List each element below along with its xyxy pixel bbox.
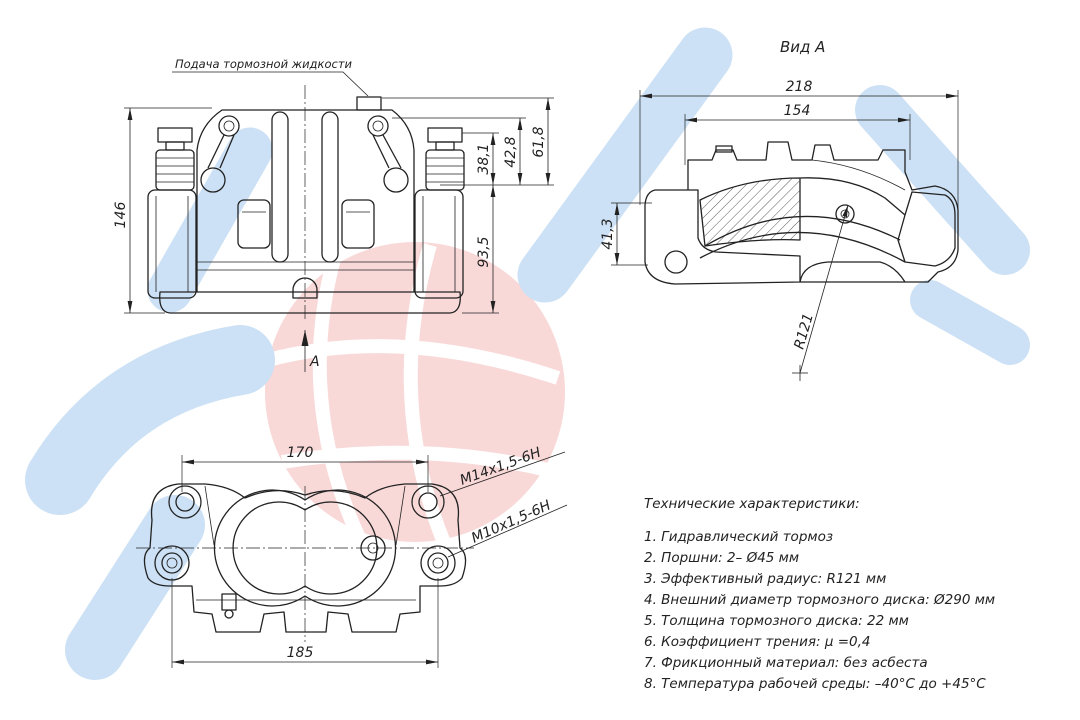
thread-m14-leader	[439, 451, 566, 497]
piston-housing-section	[897, 191, 956, 267]
section-pin-left	[664, 250, 688, 274]
bleeder-screw	[221, 593, 237, 619]
view-arrow-label: A	[309, 354, 320, 370]
caliper-top-outline	[143, 483, 467, 633]
radius-label: R121	[791, 312, 816, 351]
front-view: Подача тормозной жидкости	[113, 57, 554, 372]
dim-218-label: 218	[786, 79, 813, 95]
boss-right	[383, 167, 409, 193]
disc-arc-inner	[704, 215, 901, 247]
spec-item-1: 1. Гидравлический тормоз	[644, 529, 834, 545]
fluid-supply-label: Подача тормозной жидкости	[175, 57, 353, 71]
radius-line	[799, 204, 849, 374]
fluid-port	[360, 535, 386, 561]
view-a-title: Вид А	[780, 38, 825, 56]
spec-item-3: 3. Эффективный радиус: R121 мм	[644, 571, 887, 587]
dim-170-label: 170	[287, 445, 314, 461]
pad-retainer-bolt	[715, 145, 733, 153]
caliper-base-flange	[159, 291, 461, 314]
boss-left	[200, 167, 226, 193]
piston-bores-outer	[213, 489, 397, 607]
right-guide-bolt	[425, 127, 465, 191]
dim-61-label: 61,8	[531, 126, 547, 157]
disc-arc-outer	[699, 231, 906, 263]
dim-93-label: 93,5	[476, 236, 492, 267]
center-rib-right	[321, 111, 339, 263]
brake-pad-crosshatch	[700, 178, 800, 246]
caliper-bridge-outline	[687, 141, 959, 283]
dim-42-label: 42,8	[503, 136, 519, 167]
bleeder-right	[367, 115, 402, 169]
left-guide-bolt	[155, 127, 195, 191]
dim-146-label: 146	[113, 202, 129, 229]
window-left	[237, 199, 271, 249]
piston-bores-inner	[232, 501, 378, 595]
specs-title: Технические характеристики:	[644, 496, 860, 512]
dim-41-label: 41,3	[600, 218, 616, 249]
watermark-globe	[265, 242, 565, 542]
spec-item-2: 2. Поршни: 2– Ø45 мм	[644, 550, 800, 566]
spec-item-6: 6. Коэффициент трения: μ =0,4	[644, 634, 871, 650]
dim-154-label: 154	[784, 103, 811, 119]
specs-list: 1. Гидравлический тормоз 2. Поршни: 2– Ø…	[644, 527, 1064, 695]
spec-item-5: 5. Толщина тормозного диска: 22 мм	[644, 613, 909, 629]
spec-item-8: 8. Температура рабочей среды: –40°С до +…	[644, 676, 986, 692]
watermark-letters	[25, 27, 1030, 680]
bleeder-left	[207, 115, 240, 169]
caliper-body	[196, 109, 415, 292]
dim-38-label: 38,1	[476, 143, 492, 174]
mount-ear-bottom-right	[420, 545, 456, 581]
fluid-supply-leader	[172, 71, 369, 97]
mount-ear-top-left	[168, 485, 202, 519]
window-right	[341, 199, 375, 249]
watermark-logo	[25, 27, 1030, 680]
spec-item-4: 4. Внешний диаметр тормозного диска: Ø29…	[644, 592, 996, 608]
caliper-fist-section	[644, 189, 801, 285]
center-rib-left	[271, 111, 289, 263]
spec-item-7: 7. Фрикционный материал: без асбеста	[644, 655, 928, 671]
pad-indicator	[292, 277, 318, 299]
dim-185-label: 185	[287, 645, 314, 661]
fluid-inlet-fitting	[356, 96, 382, 111]
technical-specifications: Технические характеристики: 1. Гидравлич…	[644, 494, 1064, 695]
thread-m10-leader	[447, 504, 568, 558]
